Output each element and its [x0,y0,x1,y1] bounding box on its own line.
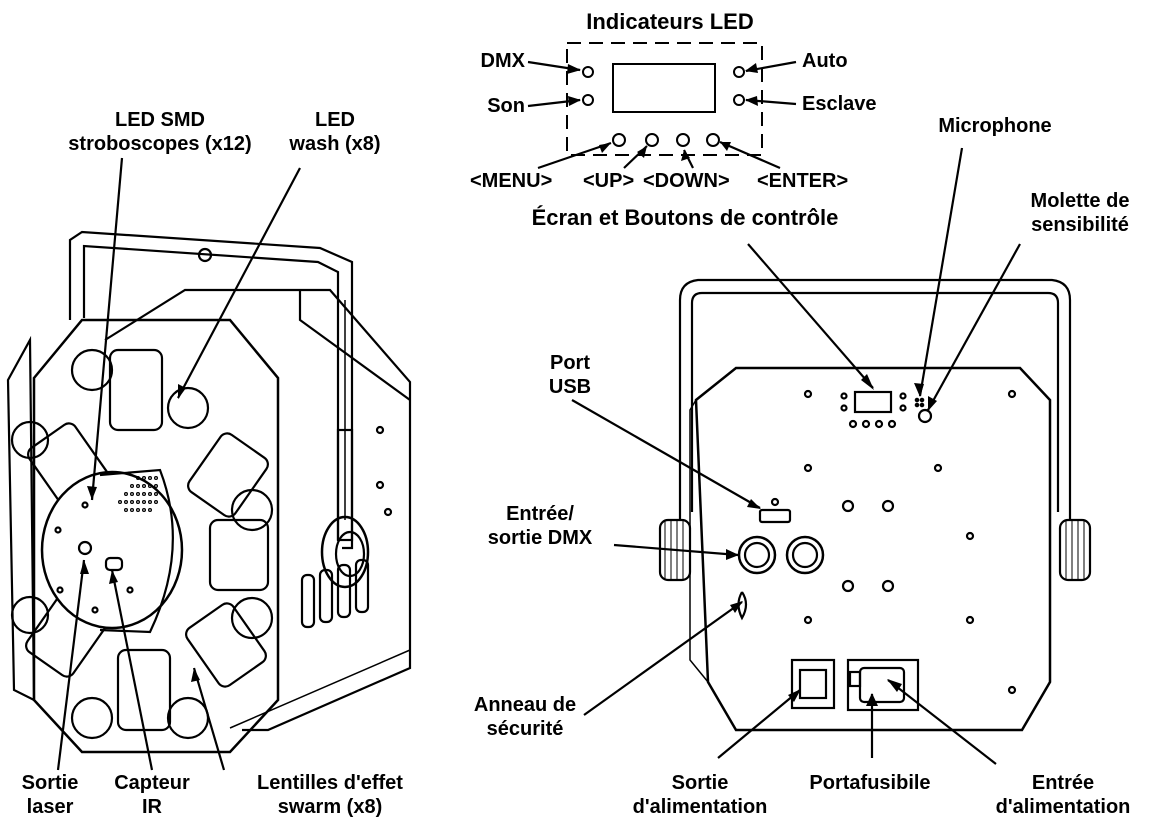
label-power-in-line-2: d'alimentation [978,796,1148,819]
label-wash-line-2: wash (x8) [280,133,390,156]
label-power-out-line-2: d'alimentation [620,796,780,819]
label-knob-line-1: Molette de [1010,190,1150,213]
callout-arrowheads [80,63,937,706]
label-usb-line-2: USB [525,376,615,399]
label-ring-line-2: sécurité [460,718,590,741]
front-fixture [8,232,410,752]
callout-lines [58,62,1020,770]
label-power-out-line-1: Sortie [620,772,780,795]
label-dmx-line-2: sortie DMX [470,527,610,550]
label-lens-line-1: Lentilles d'effet [210,772,450,795]
label-lens-line-2: swarm (x8) [210,796,450,819]
button-enter [707,134,719,146]
button-menu [613,134,625,146]
back-fixture [660,280,1090,730]
label-wash-line-1: LED [280,109,390,132]
led-dmx [583,67,593,77]
label-ir-line-2: IR [102,796,202,819]
label-knob-line-2: sensibilité [1010,214,1150,237]
label-up-button: <UP> [583,170,634,193]
label-fuse-holder: Portafusibile [790,772,950,795]
label-ring-line-1: Anneau de [460,694,590,717]
display-screen [613,64,715,112]
control-panel-inset [567,43,762,155]
label-son-led: Son [440,95,525,118]
label-strobe-line-2: stroboscopes (x12) [60,133,260,156]
button-up [646,134,658,146]
label-dmx-led: DMX [440,50,525,73]
label-microphone: Microphone [920,115,1070,138]
label-auto-led: Auto [802,50,848,73]
panel-title: Indicateurs LED [540,10,800,33]
label-ir-line-1: Capteur [102,772,202,795]
label-enter-button: <ENTER> [757,170,848,193]
label-dmx-line-1: Entrée/ [470,503,610,526]
led-auto [734,67,744,77]
label-strobe-line-1: LED SMD [60,109,260,132]
label-esclave-led: Esclave [802,93,877,116]
panel-subtitle: Écran et Boutons de contrôle [500,206,870,229]
label-laser-line-1: Sortie [2,772,98,795]
label-down-button: <DOWN> [643,170,730,193]
led-son [583,95,593,105]
button-down [677,134,689,146]
label-menu-button: <MENU> [470,170,552,193]
led-esclave [734,95,744,105]
label-power-in-line-1: Entrée [978,772,1148,795]
label-usb-line-1: Port [525,352,615,375]
label-laser-line-2: laser [2,796,98,819]
